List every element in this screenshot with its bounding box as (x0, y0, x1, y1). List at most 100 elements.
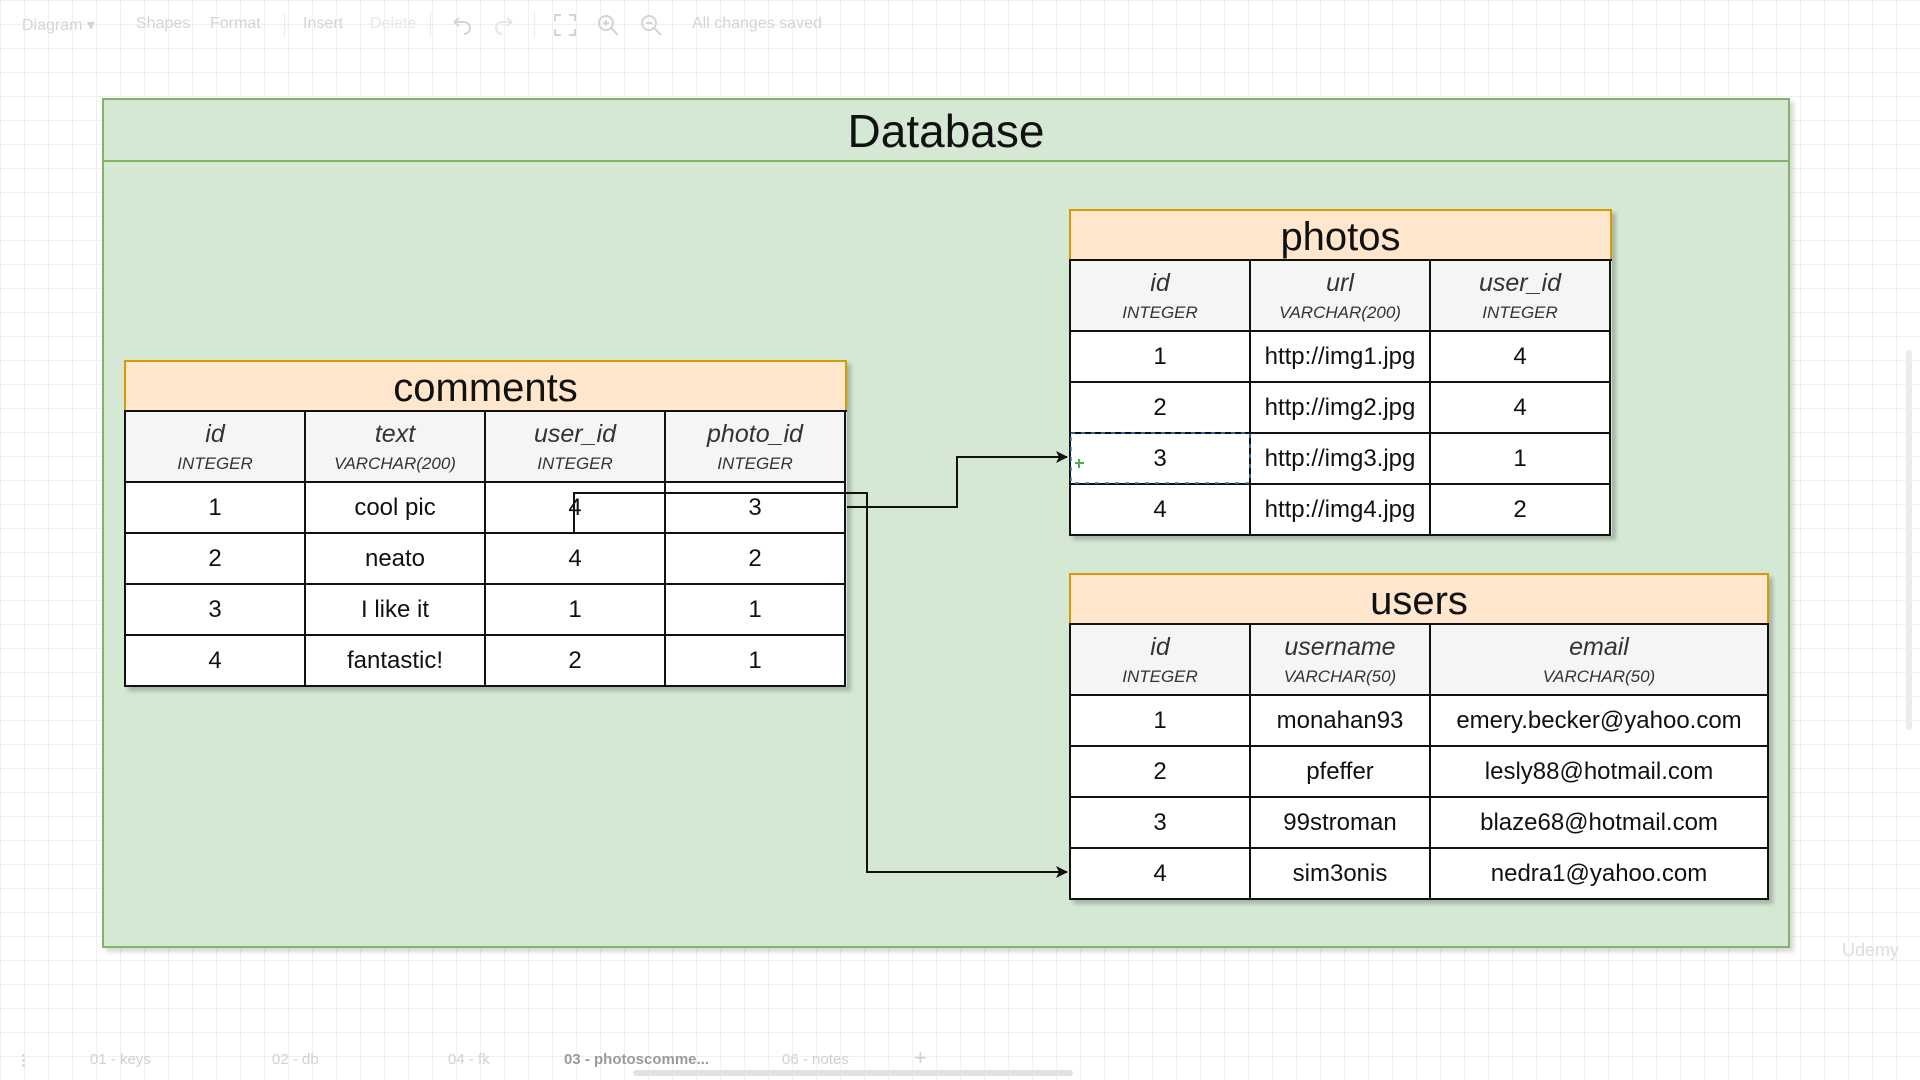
fullscreen-icon[interactable] (552, 12, 578, 38)
format-button[interactable]: Format (210, 15, 261, 32)
column-type: INTEGER (1122, 666, 1198, 686)
photos-table-cell[interactable]: 3 (1071, 434, 1251, 485)
column-name: email (1569, 632, 1629, 661)
page-tab[interactable]: 01 - keys (90, 1051, 151, 1068)
comments-table-cell[interactable]: fantastic! (306, 636, 486, 687)
comments-table-cell[interactable]: 2 (126, 534, 306, 585)
photos-table-cell[interactable]: http://img1.jpg (1251, 332, 1431, 383)
users-table-cell[interactable]: pfeffer (1251, 747, 1431, 798)
delete-button[interactable]: Delete (370, 15, 417, 32)
users-table-title: users (1069, 573, 1769, 623)
column-type: INTEGER (177, 453, 253, 473)
add-page-icon[interactable]: + (914, 1045, 927, 1070)
column-name: id (205, 419, 225, 448)
toolbar-divider (534, 12, 535, 38)
users-table-cell[interactable]: 3 (1071, 798, 1251, 849)
users-table-cell[interactable]: emery.becker@yahoo.com (1431, 696, 1769, 747)
comments-table-cell[interactable]: cool pic (306, 483, 486, 534)
comments-table-cell[interactable]: 2 (486, 636, 666, 687)
page-tab[interactable]: 06 - notes (782, 1051, 849, 1068)
comments-table-cell[interactable]: 4 (486, 483, 666, 534)
toolbar-divider (430, 12, 431, 38)
photos-table-cell[interactable]: http://img3.jpg (1251, 434, 1431, 485)
users-table-cell[interactable]: 4 (1071, 849, 1251, 900)
photos-table-cell[interactable]: 2 (1071, 383, 1251, 434)
insert-button[interactable]: Insert (303, 15, 344, 32)
comments-table-cell[interactable]: neato (306, 534, 486, 585)
comments-table-title: comments (124, 360, 847, 410)
toolbar-divider (120, 12, 121, 38)
photos-table-cell[interactable]: http://img2.jpg (1251, 383, 1431, 434)
users-table-cell[interactable]: nedra1@yahoo.com (1431, 849, 1769, 900)
photos-table-cell[interactable]: 4 (1431, 332, 1611, 383)
comments-table-cell[interactable]: 1 (666, 636, 846, 687)
column-name: user_id (534, 419, 616, 448)
comments-table-cell[interactable]: I like it (306, 585, 486, 636)
shapes-button[interactable]: Shapes (136, 15, 191, 32)
photos-table-cell[interactable]: 2 (1431, 485, 1611, 536)
zoom-out-icon[interactable] (638, 12, 664, 38)
pages-menu-icon[interactable]: ⋮ (16, 1052, 31, 1069)
users-table-cell[interactable]: 99stroman (1251, 798, 1431, 849)
photos-table-cell[interactable]: 1 (1431, 434, 1611, 485)
users-table-cell[interactable]: 1 (1071, 696, 1251, 747)
toolbar-divider (284, 12, 285, 38)
column-name: text (374, 419, 416, 448)
vertical-scrollbar[interactable] (1906, 350, 1912, 730)
comments-table-cell[interactable]: 3 (126, 585, 306, 636)
comments-table-cell[interactable]: 1 (126, 483, 306, 534)
comments-table-cell[interactable]: 4 (126, 636, 306, 687)
users-table-cell[interactable]: sim3onis (1251, 849, 1431, 900)
users-table-cell[interactable]: monahan93 (1251, 696, 1431, 747)
database-title: Database (104, 100, 1788, 162)
comments-table-cell[interactable]: 4 (486, 534, 666, 585)
column-type: VARCHAR(200) (334, 453, 456, 473)
redo-icon[interactable] (492, 12, 518, 38)
page-tab[interactable]: 04 - fk (448, 1051, 490, 1068)
users-table-cell[interactable]: lesly88@hotmail.com (1431, 747, 1769, 798)
users-table-cell[interactable]: 2 (1071, 747, 1251, 798)
column-name: url (1326, 268, 1354, 297)
photos-table-title: photos (1069, 209, 1612, 259)
toolbar: Diagram ▾ Shapes Format Insert Delete Al… (0, 0, 1920, 50)
column-type: INTEGER (537, 453, 613, 473)
photos-table-cell[interactable]: http://img4.jpg (1251, 485, 1431, 536)
page-tabs: ⋮ 01 - keys 02 - db 04 - fk 03 - photosc… (0, 1040, 1920, 1080)
diagram-menu[interactable]: Diagram ▾ (22, 17, 95, 34)
comments-table-cell[interactable]: 3 (666, 483, 846, 534)
column-type: INTEGER (1482, 302, 1558, 322)
column-name: id (1150, 632, 1170, 661)
column-name: photo_id (707, 419, 803, 448)
horizontal-scrollbar[interactable] (633, 1070, 1073, 1076)
page-tab-active[interactable]: 03 - photoscomme... (564, 1051, 710, 1068)
comments-table-cell[interactable]: 1 (666, 585, 846, 636)
undo-icon[interactable] (448, 12, 474, 38)
diagram-menu-label: Diagram (22, 17, 83, 34)
zoom-in-icon[interactable] (595, 12, 621, 38)
page-tab[interactable]: 02 - db (272, 1051, 319, 1068)
save-status: All changes saved (692, 15, 822, 32)
watermark-logo: Udemy (1842, 940, 1900, 960)
comments-table-cell[interactable]: 1 (486, 585, 666, 636)
column-name: user_id (1479, 268, 1561, 297)
column-type: VARCHAR(50) (1542, 666, 1656, 686)
photos-table-cell[interactable]: 4 (1071, 485, 1251, 536)
users-table-cell[interactable]: blaze68@hotmail.com (1431, 798, 1769, 849)
photos-table-cell[interactable]: 4 (1431, 383, 1611, 434)
column-type: INTEGER (1122, 302, 1198, 322)
photos-table-cell[interactable]: 1 (1071, 332, 1251, 383)
comments-table-cell[interactable]: 2 (666, 534, 846, 585)
